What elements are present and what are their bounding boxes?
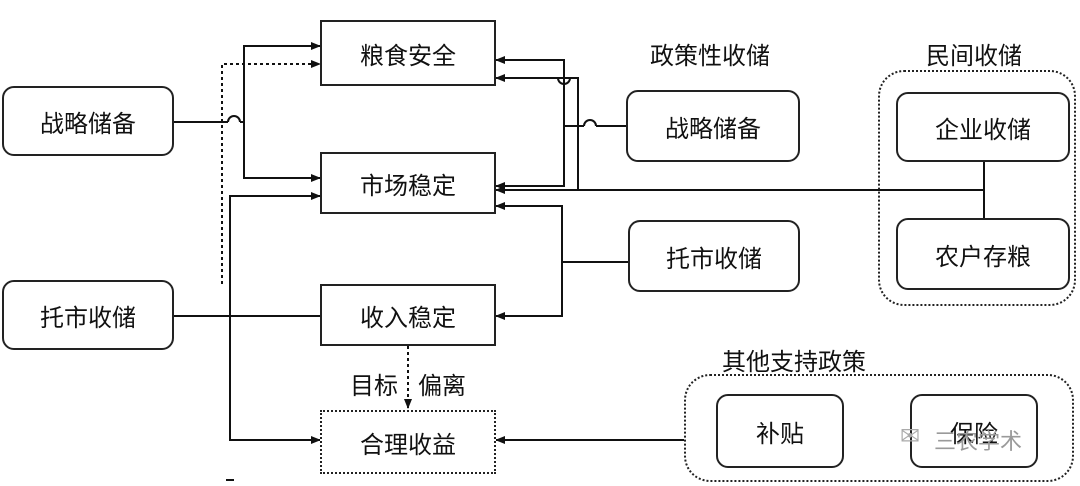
- wechat-icon: ✉: [900, 422, 921, 450]
- market-stability-label: 市场稳定: [360, 171, 456, 200]
- income-stability-box: 收入稳定: [320, 284, 496, 346]
- other-policies-group: [684, 374, 1074, 482]
- income-stability-label: 收入稳定: [360, 303, 456, 332]
- farmer-storage-label: 农户存粮: [935, 242, 1031, 271]
- deviation-annotation: 偏离: [418, 372, 466, 400]
- insurance-box: 保险: [910, 394, 1038, 468]
- subsidy-box: 补贴: [716, 394, 844, 468]
- private-reserve-group: [878, 70, 1076, 306]
- policy-strategic-reserve-box: 战略储备: [626, 90, 800, 162]
- enterprise-reserve-label: 企业收储: [935, 115, 1031, 144]
- watermark-text: 三农学术: [934, 430, 1023, 455]
- other-policies-title: 其他支持政策: [722, 348, 866, 376]
- reasonable-income-box: 合理收益: [320, 410, 496, 474]
- market-stability-box: 市场稳定: [320, 152, 496, 214]
- left-market-support-label: 托市收储: [40, 303, 136, 332]
- food-security-label: 粮食安全: [360, 41, 456, 70]
- left-market-support-box: 托市收储: [2, 280, 174, 350]
- policy-market-support-box: 托市收储: [628, 220, 800, 292]
- policy-reserve-title: 政策性收储: [650, 42, 770, 70]
- target-annotation: 目标: [350, 372, 398, 400]
- enterprise-reserve-box: 企业收储: [896, 92, 1070, 162]
- left-strategic-reserve-box: 战略储备: [2, 86, 174, 156]
- policy-strategic-reserve-label: 战略储备: [665, 114, 761, 143]
- insurance-label: 保险: [950, 419, 998, 448]
- left-strategic-reserve-label: 战略储备: [40, 109, 136, 138]
- food-security-box: 粮食安全: [320, 20, 496, 86]
- policy-market-support-label: 托市收储: [666, 244, 762, 273]
- reasonable-income-label: 合理收益: [360, 430, 456, 459]
- subsidy-label: 补贴: [756, 419, 804, 448]
- farmer-storage-box: 农户存粮: [896, 218, 1070, 290]
- private-reserve-title: 民间收储: [926, 42, 1022, 70]
